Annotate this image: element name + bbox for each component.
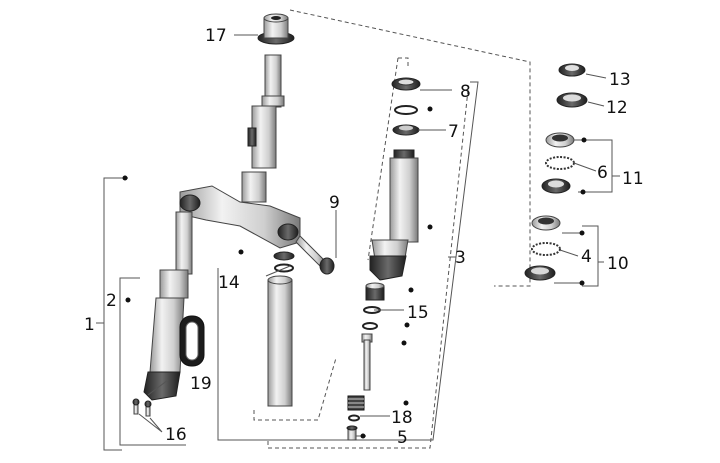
part-19-fork-cover — [179, 315, 205, 367]
left-inner-tube — [267, 275, 293, 407]
part-10-lower-cone — [524, 265, 556, 281]
part-14-washer — [273, 251, 295, 273]
damper-bushing — [365, 282, 385, 301]
part-5-bolt — [346, 425, 358, 441]
callout-1: 1 — [84, 315, 95, 335]
dashed-outline-top — [289, 9, 531, 287]
part-10-upper-cone — [531, 215, 561, 231]
part-11-upper-cup — [545, 132, 575, 148]
callout-6: 6 — [597, 163, 608, 183]
left-fork-leg — [143, 211, 193, 401]
fork-crown — [179, 171, 301, 249]
callout-9: 9 — [329, 193, 340, 213]
part-7-seal — [392, 124, 420, 136]
part-9-bolt — [295, 210, 337, 275]
part-8-cap — [391, 77, 421, 91]
bracket-3 — [217, 81, 479, 441]
callout-4: 4 — [581, 247, 592, 267]
callout-8: 8 — [460, 82, 471, 102]
callout-7: 7 — [448, 122, 459, 142]
part-12-washer — [556, 92, 588, 108]
callout-12: 12 — [606, 98, 628, 118]
callout-14: 14 — [218, 273, 240, 293]
bracket-10 — [582, 225, 599, 287]
part-6-ball-race — [545, 156, 575, 170]
part-18-spring — [347, 395, 365, 422]
part-ring-small — [394, 105, 418, 115]
callout-16: 16 — [165, 425, 187, 445]
part-17-stem-nut — [234, 13, 295, 45]
part-16-screws — [132, 398, 163, 433]
callout-5: 5 — [397, 428, 408, 448]
callout-15: 15 — [407, 303, 429, 323]
callout-13: 13 — [609, 70, 631, 90]
callout-10: 10 — [607, 254, 629, 274]
callout-2: 2 — [106, 291, 117, 311]
bracket-1 — [103, 177, 128, 451]
callout-11: 11 — [622, 169, 644, 189]
callout-17: 17 — [205, 26, 227, 46]
part-4-ball-race — [531, 242, 561, 256]
callout-18: 18 — [391, 408, 413, 428]
part-11-lower-cup — [541, 178, 571, 194]
bracket-2 — [119, 277, 186, 446]
leader-dots — [122, 106, 587, 439]
bracket-11 — [578, 139, 613, 193]
leader-lines — [147, 73, 607, 437]
callout-3: 3 — [455, 248, 466, 268]
part-13-locknut — [558, 63, 586, 77]
steering-stem — [247, 54, 285, 169]
damper-rod — [361, 333, 373, 391]
right-fork-leg — [369, 149, 419, 281]
callout-19: 19 — [190, 374, 212, 394]
